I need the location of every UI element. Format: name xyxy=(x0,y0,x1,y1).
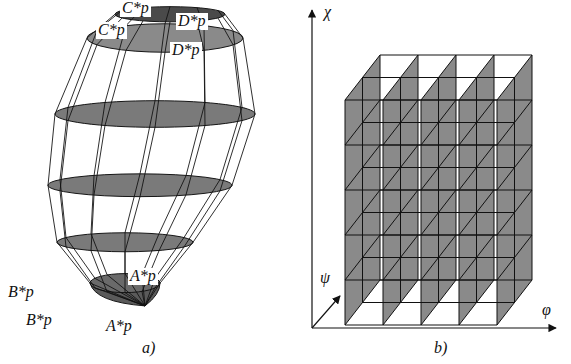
axis-label: ψ xyxy=(318,270,332,287)
panel-label: b) xyxy=(432,340,449,357)
axes xyxy=(312,10,556,328)
point-label: C*p xyxy=(120,0,151,17)
axis-label: φ xyxy=(540,302,553,319)
panel-label: a) xyxy=(140,340,157,357)
point-label: B*p xyxy=(6,284,36,301)
axis-label: χ xyxy=(322,4,333,21)
point-label: C*p xyxy=(96,22,127,39)
grid-lines xyxy=(345,55,532,325)
heart-wireframe xyxy=(48,7,255,306)
point-label: D*p xyxy=(170,42,202,59)
point-label: A*p xyxy=(128,268,158,285)
point-label: A*p xyxy=(104,318,134,335)
point-label: B*p xyxy=(24,312,54,329)
grid-slabs xyxy=(345,55,532,325)
point-label: D*p xyxy=(176,13,208,30)
